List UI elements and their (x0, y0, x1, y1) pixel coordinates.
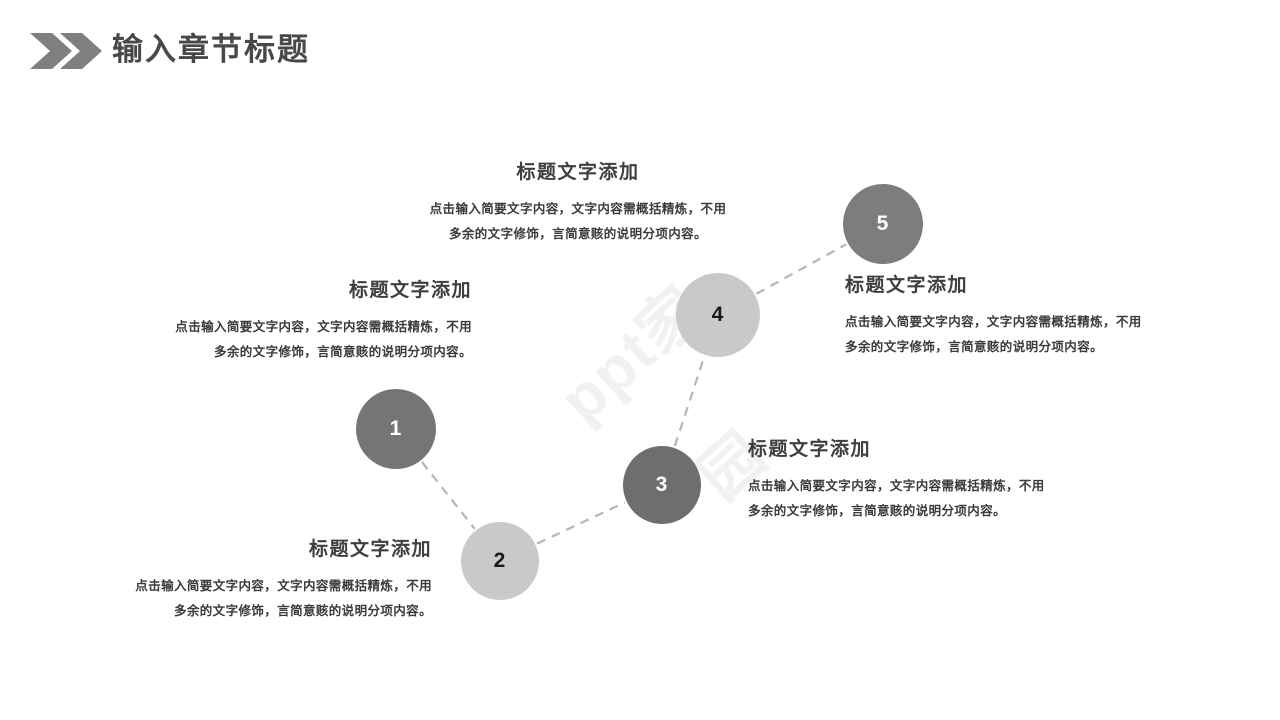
block-title: 标题文字添加 (308, 539, 432, 560)
block-title: 标题文字添加 (348, 280, 472, 301)
diagram-node-4[interactable]: 4 (676, 273, 760, 357)
block-body: 点击输入简要文字内容，文字内容需概括精炼，不用 多余的文字修饰，言简意赅的说明分… (50, 574, 432, 624)
slide-header: 输入章节标题 (0, 0, 1280, 95)
block-body-line: 多余的文字修饰，言简意赅的说明分项内容。 (448, 227, 707, 241)
diagram-node-5[interactable]: 5 (843, 184, 923, 264)
diagram-node-number: 3 (655, 473, 669, 496)
connector-1-2 (421, 461, 476, 530)
connector-2-3 (536, 501, 626, 545)
block-body-line: 多余的文字修饰，言简意赅的说明分项内容。 (748, 504, 1007, 518)
diagram-node-number: 2 (493, 549, 507, 572)
diagram-node-1[interactable]: 1 (356, 389, 436, 469)
text-block-left: 标题文字添加 点击输入简要文字内容，文字内容需概括精炼，不用 多余的文字修饰，言… (90, 278, 472, 365)
block-body-line: 多余的文字修饰，言简意赅的说明分项内容。 (213, 345, 472, 359)
diagram-node-number: 5 (876, 212, 890, 235)
block-body-line: 点击输入简要文字内容，文字内容需概括精炼，不用 (135, 579, 432, 593)
block-body-line: 点击输入简要文字内容，文字内容需概括精炼，不用 (429, 202, 727, 216)
block-body-line: 点击输入简要文字内容，文字内容需概括精炼，不用 (845, 315, 1142, 329)
block-body: 点击输入简要文字内容，文字内容需概括精炼，不用 多余的文字修饰，言简意赅的说明分… (845, 310, 1245, 360)
block-title: 标题文字添加 (845, 275, 969, 296)
block-body-line: 多余的文字修饰，言简意赅的说明分项内容。 (173, 604, 432, 618)
text-block-bottom-left: 标题文字添加 点击输入简要文字内容，文字内容需概括精炼，不用 多余的文字修饰，言… (50, 537, 432, 624)
text-block-top: 标题文字添加 点击输入简要文字内容，文字内容需概括精炼，不用 多余的文字修饰，言… (378, 160, 778, 247)
block-title: 标题文字添加 (516, 162, 640, 183)
diagram-node-number: 4 (711, 303, 725, 326)
page-title: 输入章节标题 (112, 32, 310, 67)
connector-4-5 (755, 243, 847, 295)
text-block-mid-right: 标题文字添加 点击输入简要文字内容，文字内容需概括精炼，不用 多余的文字修饰，言… (748, 437, 1148, 524)
block-body: 点击输入简要文字内容，文字内容需概括精炼，不用 多余的文字修饰，言简意赅的说明分… (378, 197, 778, 247)
diagram-node-number: 1 (389, 417, 403, 440)
diagram-node-3[interactable]: 3 (623, 446, 701, 524)
block-body-line: 点击输入简要文字内容，文字内容需概括精炼，不用 (748, 479, 1045, 493)
connector-3-4 (673, 356, 706, 447)
block-body-line: 多余的文字修饰，言简意赅的说明分项内容。 (845, 340, 1104, 354)
diagram-node-2[interactable]: 2 (461, 522, 539, 600)
double-chevron-right-icon (30, 33, 102, 69)
block-body: 点击输入简要文字内容，文字内容需概括精炼，不用 多余的文字修饰，言简意赅的说明分… (748, 474, 1148, 524)
block-title: 标题文字添加 (748, 439, 872, 460)
block-body: 点击输入简要文字内容，文字内容需概括精炼，不用 多余的文字修饰，言简意赅的说明分… (90, 315, 472, 365)
block-body-line: 点击输入简要文字内容，文字内容需概括精炼，不用 (175, 320, 472, 334)
text-block-right: 标题文字添加 点击输入简要文字内容，文字内容需概括精炼，不用 多余的文字修饰，言… (845, 273, 1245, 360)
